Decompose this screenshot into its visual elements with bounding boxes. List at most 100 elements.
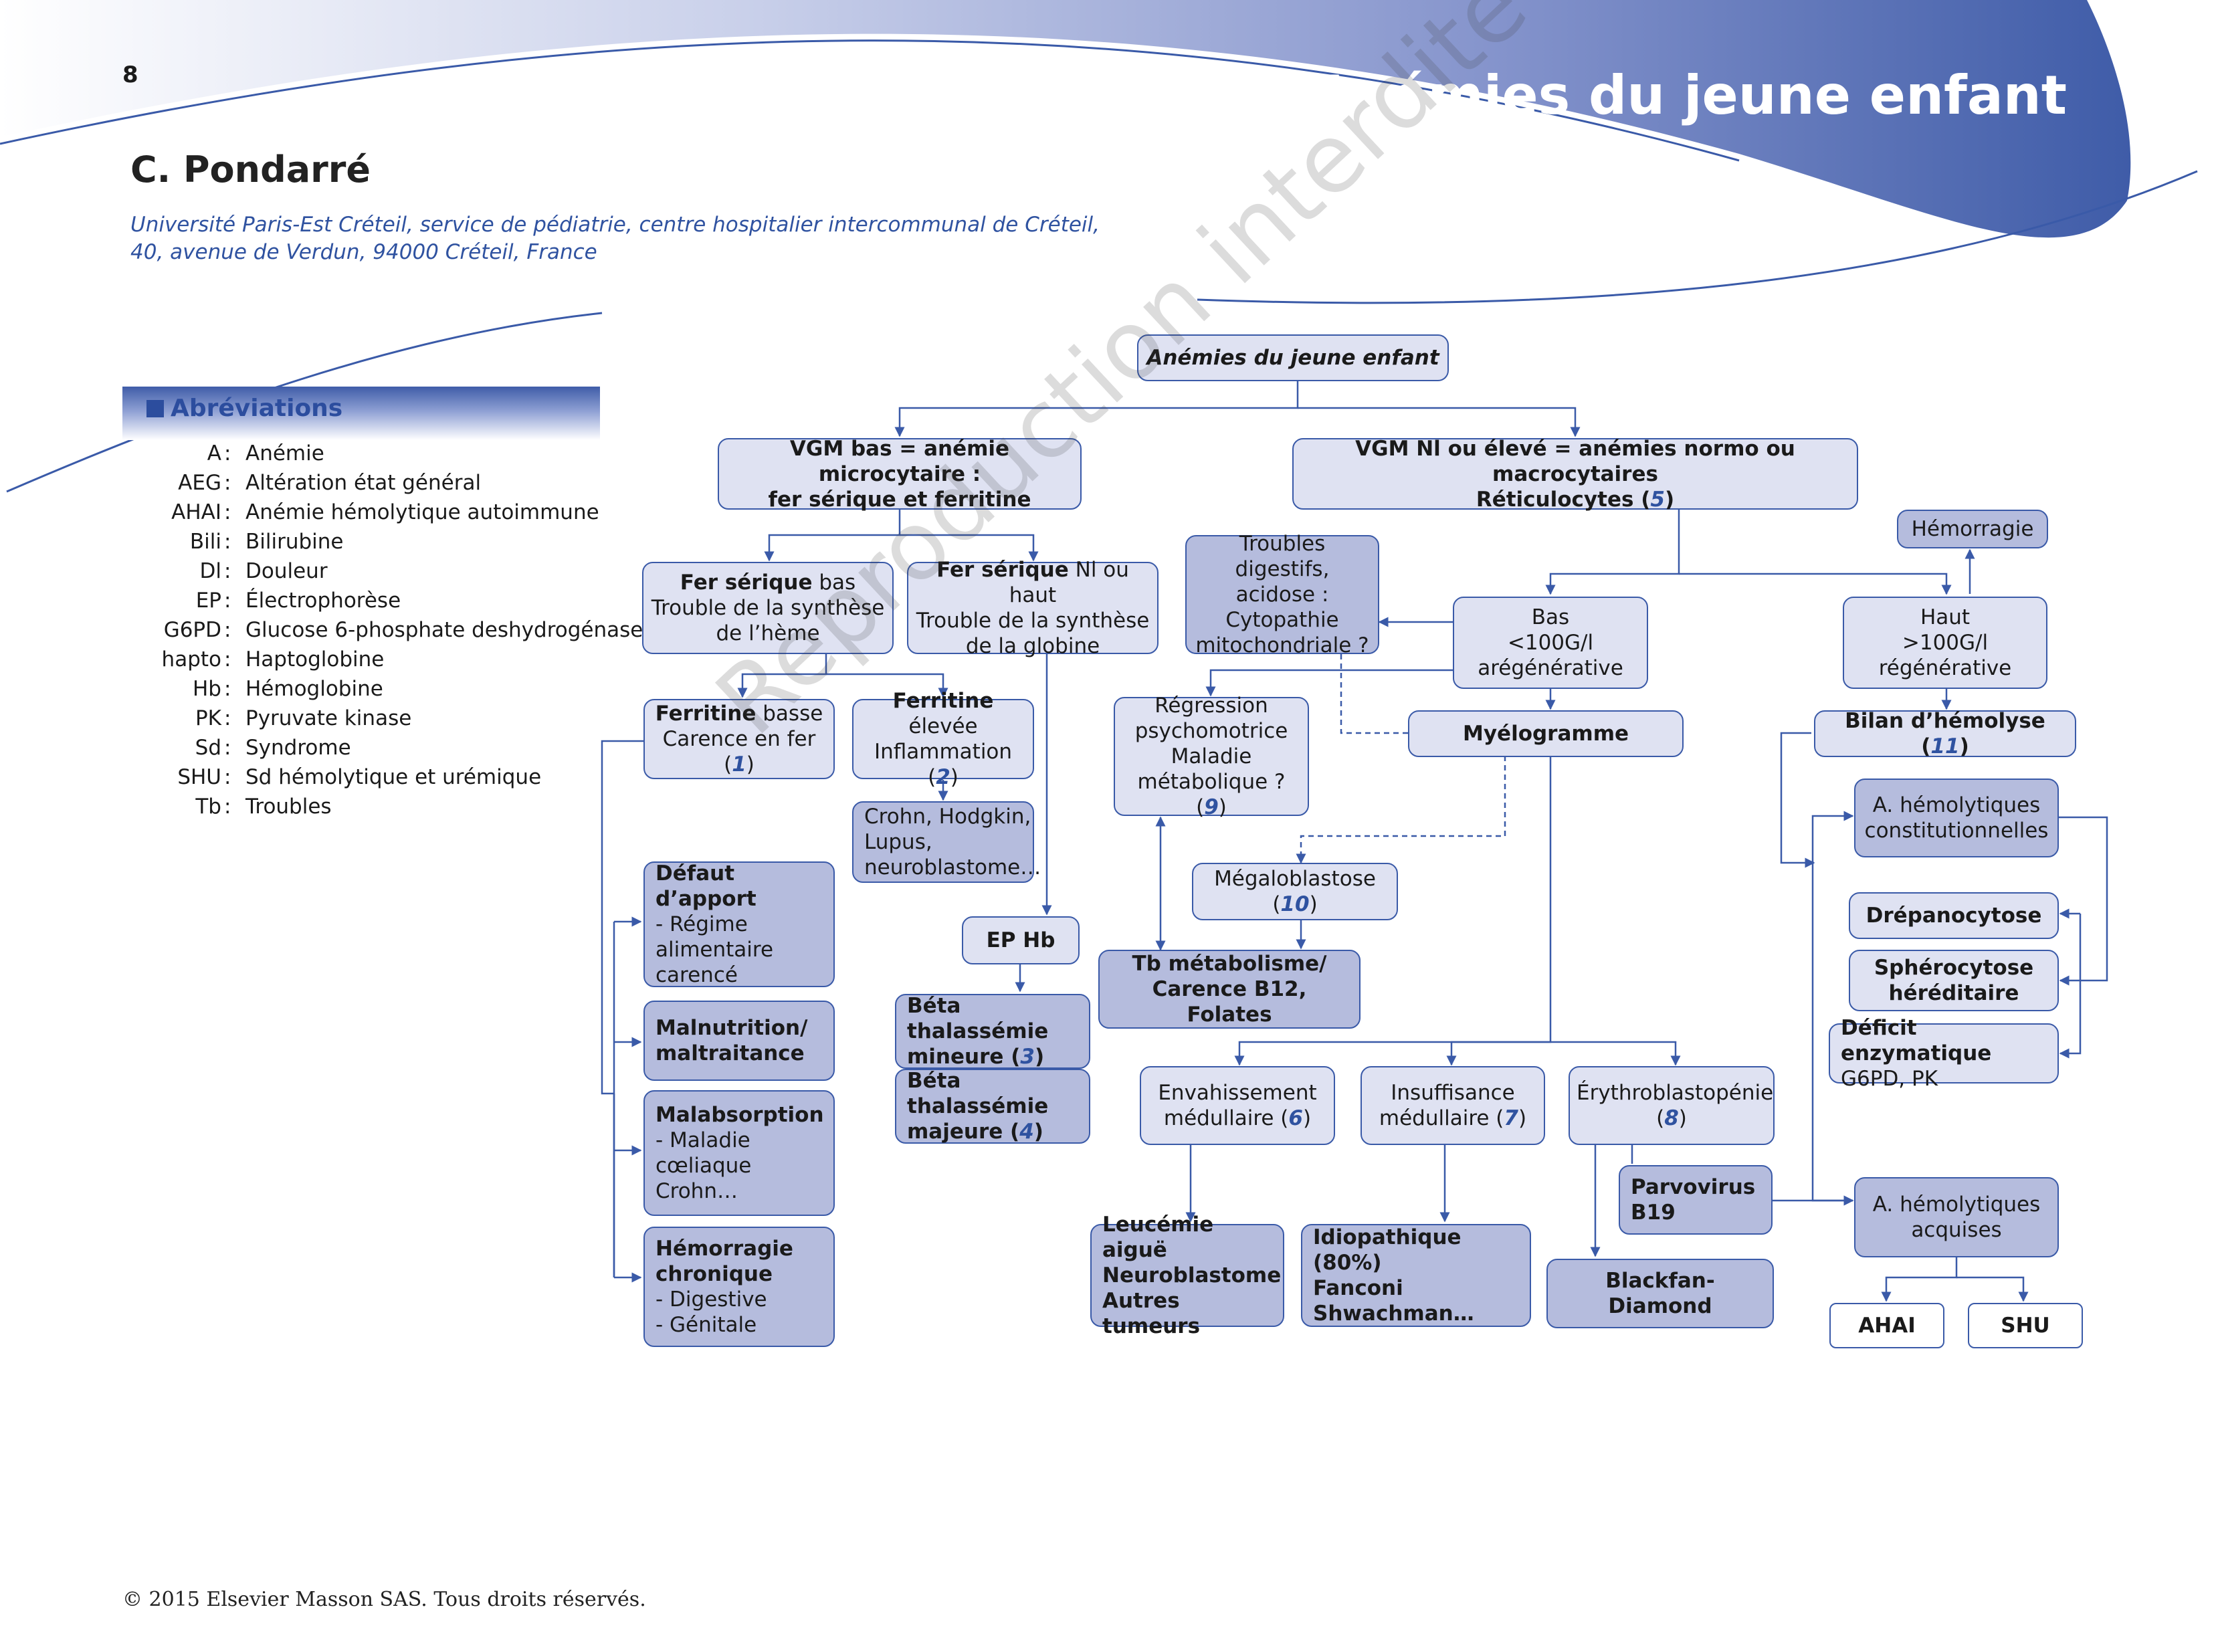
copyright-footer: © 2015 Elsevier Masson SAS. Tous droits … bbox=[122, 1588, 646, 1611]
abbreviation-meaning: Glucose 6-phosphate deshydrogénase bbox=[245, 618, 643, 642]
abbreviation-row: hapto:Haptoglobine bbox=[122, 645, 658, 674]
abbreviation-separator: : bbox=[224, 736, 231, 760]
malnutrition-line1: Malnutrition/ bbox=[656, 1016, 808, 1040]
beta-mineure-line2: mineure ( bbox=[907, 1045, 1021, 1069]
fer-haut-line2: Trouble de la synthèse bbox=[916, 609, 1150, 633]
erythroblastopenie-close: ) bbox=[1678, 1106, 1687, 1130]
abbreviation-row: Dl:Douleur bbox=[122, 556, 658, 586]
affiliation-line-1: Université Paris-Est Créteil, service de… bbox=[130, 213, 1100, 237]
node-hemorragie: Hémorragie bbox=[1897, 510, 2048, 548]
malabsorption-line4: Crohn… bbox=[656, 1179, 738, 1203]
page-number: 8 bbox=[122, 62, 138, 88]
parvovirus-line2: B19 bbox=[1631, 1201, 1676, 1225]
leucemie-line2: Neuroblastome bbox=[1102, 1263, 1282, 1287]
ferritine-elevee-ref-number: 2 bbox=[936, 765, 950, 789]
envahissement-line1: Envahissement bbox=[1158, 1081, 1317, 1105]
hemo-acq-line2: acquises bbox=[1911, 1218, 2002, 1242]
regression-line2: psychomotrice bbox=[1134, 719, 1288, 743]
erythroblastopenie-line1: Érythroblastopénie bbox=[1577, 1081, 1774, 1105]
beta-mineure-close: ) bbox=[1034, 1045, 1045, 1069]
vgm-bas-line2: fer sérique et ferritine bbox=[768, 487, 1031, 512]
ferritine-basse-ref-number: 1 bbox=[732, 752, 746, 777]
regression-line1: Régression bbox=[1154, 694, 1268, 718]
envahissement-ref-number: 6 bbox=[1288, 1106, 1303, 1130]
node-hemorragie-text: Hémorragie bbox=[1911, 517, 2034, 541]
troubles-digestifs-line4: mitochondriale ? bbox=[1195, 633, 1369, 657]
abbreviation-row: A:Anémie bbox=[122, 439, 658, 468]
bilan-hemolyse-ref-number: 11 bbox=[1930, 734, 1960, 758]
parvovirus-line1: Parvovirus bbox=[1631, 1175, 1756, 1199]
ferritine-basse-rest: basse bbox=[756, 702, 823, 726]
reti-bas-line2: <100G/l bbox=[1507, 631, 1594, 655]
abbreviation-meaning: Syndrome bbox=[245, 736, 351, 760]
malabsorption-line2: - Maladie bbox=[656, 1128, 750, 1152]
ferritine-elevee-line2: Inflammation ( bbox=[874, 740, 1013, 789]
node-vgm-nl-text: VGM Nl ou élevé = anémies normo ou macro… bbox=[1300, 436, 1850, 512]
node-drepanocytose: Drépanocytose bbox=[1849, 892, 2059, 939]
beta-mineure-line1: Béta thalassémie bbox=[907, 994, 1049, 1043]
node-drepanocytose-text: Drépanocytose bbox=[1866, 904, 2042, 928]
node-blackfan-text: Blackfan- Diamond bbox=[1605, 1269, 1715, 1318]
node-erythroblastopenie-text: Érythroblastopénie(8) bbox=[1577, 1080, 1773, 1131]
abbreviation-row: Tb:Troubles bbox=[122, 792, 658, 821]
defaut-apport-line3: alimentaire bbox=[656, 938, 774, 962]
node-bilan-hemolyse-text: Bilan d’hémolyse (11) bbox=[1822, 708, 2068, 759]
abbreviation-meaning: Anémie bbox=[245, 441, 324, 466]
fer-bas-line2: Trouble de la synthèse bbox=[651, 596, 885, 620]
vgm-nl-line2: Réticulocytes ( bbox=[1476, 487, 1651, 512]
node-ahai: AHAI bbox=[1829, 1303, 1944, 1348]
troubles-digestifs-line2: acidose : bbox=[1235, 583, 1329, 607]
abbreviation-row: G6PD:Glucose 6-phosphate deshydrogénase bbox=[122, 615, 658, 645]
crohn-line2: Lupus, bbox=[864, 830, 932, 854]
bilan-hemolyse-label: Bilan d’hémolyse ( bbox=[1845, 709, 2045, 758]
megaloblastose-ref-number: 10 bbox=[1280, 892, 1310, 916]
abbreviation-term: SHU bbox=[177, 765, 221, 789]
abbreviation-term: EP bbox=[195, 589, 221, 613]
abbreviation-term: AHAI bbox=[171, 500, 221, 524]
abbreviation-term: Dl bbox=[199, 559, 221, 583]
ferritine-elevee-close: ) bbox=[950, 765, 959, 789]
reti-bas-line1: Bas bbox=[1531, 605, 1570, 629]
abbreviation-row: AEG:Altération état général bbox=[122, 468, 658, 498]
abbreviation-term: hapto bbox=[161, 647, 221, 672]
abbreviation-meaning: Pyruvate kinase bbox=[245, 706, 412, 730]
insuffisance-close: ) bbox=[1518, 1106, 1527, 1130]
node-shu-text: SHU bbox=[2001, 1314, 2050, 1338]
page-title: Anémies du jeune enfant bbox=[1312, 64, 2067, 126]
abbreviation-row: PK:Pyruvate kinase bbox=[122, 704, 658, 733]
node-megaloblastose-text: Mégaloblastose(10) bbox=[1200, 866, 1390, 917]
abbreviation-term: Sd bbox=[195, 736, 221, 760]
reti-haut-line3: régénérative bbox=[1878, 656, 2012, 680]
abbreviation-meaning: Haptoglobine bbox=[245, 647, 385, 672]
node-bilan-hemolyse: Bilan d’hémolyse (11) bbox=[1814, 708, 2076, 759]
megaloblastose-line1: Mégaloblastose bbox=[1214, 867, 1376, 891]
abbreviation-term: A bbox=[207, 441, 221, 466]
square-bullet-icon bbox=[146, 400, 164, 417]
abbreviation-row: Hb:Hémoglobine bbox=[122, 674, 658, 704]
abbreviations-header: Abréviations bbox=[122, 387, 600, 440]
regression-line4: métabolique ? ( bbox=[1137, 770, 1286, 819]
hemorragie-chronique-line2: chronique bbox=[656, 1262, 773, 1286]
beta-mineure-ref-number: 3 bbox=[1020, 1045, 1035, 1069]
author-name: C. Pondarré bbox=[130, 148, 371, 191]
